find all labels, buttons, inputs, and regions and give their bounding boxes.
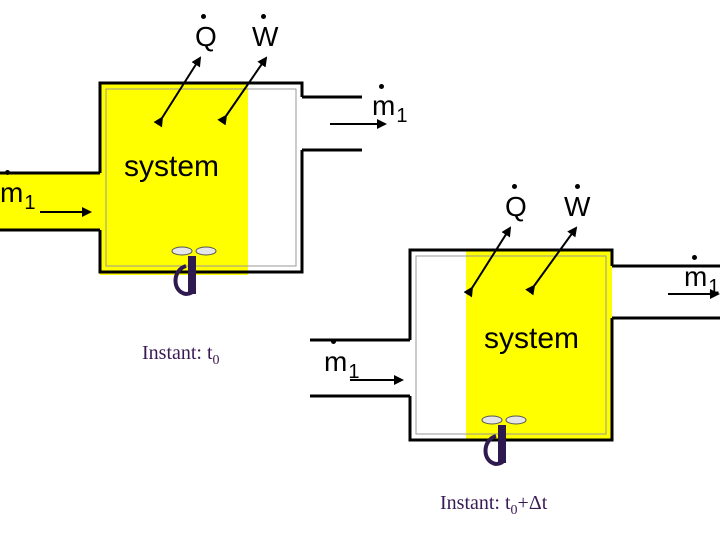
stirrer-icon	[481, 415, 527, 463]
mass-subscript: 1	[24, 192, 36, 214]
work-rate-label-t1: W	[564, 191, 591, 222]
rotation-arrow-icon	[173, 264, 196, 297]
system-label-t0: system	[124, 150, 220, 183]
caption-tail: +Δt	[517, 492, 548, 514]
work-rate-label-t0: W	[252, 21, 279, 52]
diagram-t1	[310, 226, 720, 467]
stirrer-icon	[171, 246, 217, 294]
mass-subscript: 1	[396, 105, 408, 127]
mass-out-label-t1: m1	[684, 261, 719, 298]
system-region-t1	[466, 250, 612, 440]
work-arrow-t0	[217, 56, 268, 126]
mass-in-label-t0: m1	[0, 177, 35, 214]
heat-arrow-t1	[463, 226, 512, 298]
heat-arrow-t0	[153, 56, 202, 128]
rate-dot	[379, 84, 384, 89]
rate-dot	[575, 184, 580, 189]
mass-symbol: m	[0, 177, 24, 208]
mass-subscript: 1	[708, 276, 720, 298]
mass-out-label-t0: m1	[372, 90, 407, 127]
system-region-t0	[0, 83, 248, 275]
system-label-t1: system	[484, 322, 580, 355]
caption-t1: Instant: t0+Δt	[440, 492, 548, 518]
rate-dot	[201, 14, 206, 19]
mass-symbol: m	[684, 261, 708, 292]
rate-dot	[5, 170, 10, 175]
rate-dot	[692, 255, 697, 260]
caption-text: Instant: t	[440, 492, 511, 514]
heat-rate-label-t0: Q	[195, 21, 217, 52]
mass-symbol: m	[372, 90, 396, 121]
rate-dot	[261, 14, 266, 19]
rate-dot	[331, 339, 336, 344]
caption-subscript: 0	[510, 503, 518, 518]
mass-subscript: 1	[348, 361, 360, 383]
rotation-arrow-icon	[483, 434, 506, 467]
caption-subscript: 0	[212, 353, 220, 368]
work-arrow-t1	[525, 226, 578, 296]
caption-text: Instant: t	[142, 342, 213, 364]
heat-rate-label-t1: Q	[505, 191, 527, 222]
diagram-t0	[0, 56, 387, 297]
mass-in-label-t1: m1	[324, 346, 359, 383]
caption-t0: Instant: t0	[142, 342, 220, 368]
rate-dot	[512, 184, 517, 189]
mass-symbol: m	[324, 346, 348, 377]
